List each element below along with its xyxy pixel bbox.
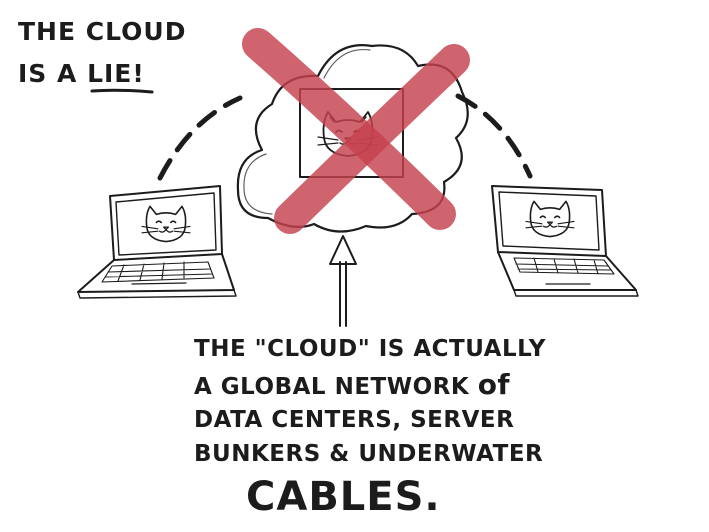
title-line-2: IS A LIE! [18,59,145,88]
caption: THE "CLOUD" IS ACTUALLY A GLOBAL NETWORK… [194,336,546,520]
title-line-1: THE CLOUD [18,17,186,46]
caption-line-3: DATA CENTERS, SERVER [194,407,514,433]
caption-line-1: THE "CLOUD" IS ACTUALLY [194,336,546,362]
laptop-right-cat-icon [525,200,575,238]
title-underlined-word: LIE [87,59,132,88]
laptop-left-icon [77,185,237,299]
dashed-link-right [455,93,533,179]
caption-line-4: BUNKERS & UNDERWATER [194,441,543,467]
arrow-up-icon [329,235,357,327]
title-underline [90,88,154,94]
red-cross-icon [242,28,470,234]
laptop-left-cat-icon [141,205,191,243]
caption-line-5: CABLES. [246,474,441,520]
dashed-link-left [157,95,243,181]
title: THE CLOUD IS A LIE! [18,17,186,94]
caption-line-2: A GLOBAL NETWORK of [194,368,510,401]
laptop-right-icon [491,185,639,297]
